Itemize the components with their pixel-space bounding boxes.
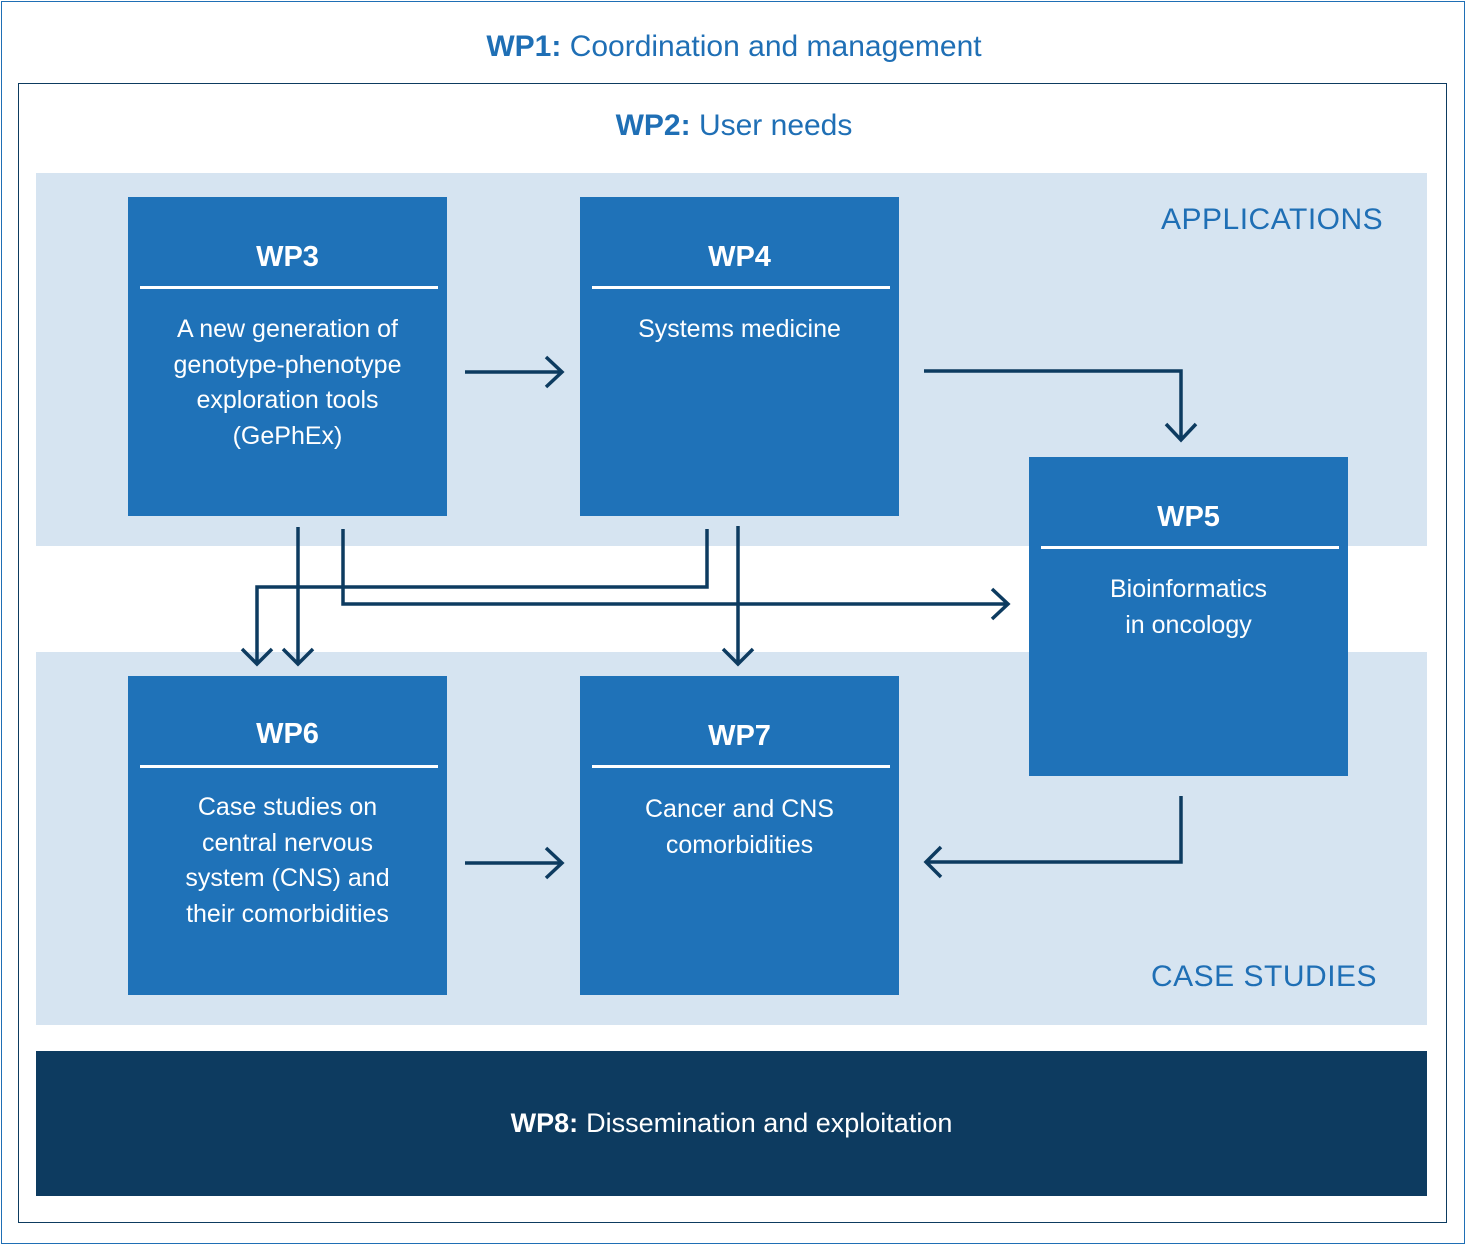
wp8-name: Dissemination and exploitation: [586, 1108, 953, 1138]
wp3-rule: [140, 286, 438, 289]
arrow-wp3-to-wp4: [465, 355, 565, 389]
wp6-box: WP6 Case studies on central nervous syst…: [128, 676, 447, 995]
wp8-bar: WP8: Dissemination and exploitation: [36, 1051, 1427, 1196]
wp5-code: WP5: [1157, 501, 1220, 533]
wp4-desc: Systems medicine: [638, 315, 841, 343]
wp6-rule: [140, 765, 438, 768]
arrow-wp5-to-wp7: [923, 796, 1183, 879]
wp7-code: WP7: [708, 720, 771, 752]
wp7-rule: [592, 765, 890, 768]
wp5-box: WP5 Bioinformatics in oncology: [1029, 457, 1348, 776]
arrow-wp4-to-wp7: [721, 526, 755, 667]
arrow-wp4-to-wp5: [924, 369, 1198, 443]
wp4-rule: [592, 286, 890, 289]
wp6-desc: Case studies on central nervous system (…: [185, 793, 390, 928]
wp3-box: WP3 A new generation of genotype-phenoty…: [128, 197, 447, 516]
wp6-code: WP6: [256, 718, 319, 750]
wp3-code: WP3: [256, 241, 319, 273]
wp4-code: WP4: [708, 241, 771, 273]
wp1-name: Coordination and management: [569, 30, 982, 63]
wp2-code: WP2:: [615, 109, 691, 142]
arrow-wp4-to-wp6: [240, 529, 709, 667]
case-studies-label: CASE STUDIES: [1151, 960, 1378, 993]
wp3-desc: A new generation of genotype-phenotype e…: [173, 315, 402, 450]
arrow-wp6-to-wp7: [465, 846, 565, 880]
wp5-rule: [1041, 546, 1339, 549]
applications-label: APPLICATIONS: [1161, 203, 1384, 236]
wp2-frame: [18, 83, 1447, 1223]
wp2-name: User needs: [698, 109, 853, 142]
wp4-box: WP4 Systems medicine: [580, 197, 899, 516]
arrow-wp3-to-wp5: [341, 529, 1011, 621]
wp7-box: WP7 Cancer and CNS comorbidities: [580, 676, 899, 995]
wp1-title: WP1: Coordination and management: [0, 30, 1468, 64]
wp5-desc: Bioinformatics in oncology: [1110, 575, 1267, 639]
wp7-desc: Cancer and CNS comorbidities: [645, 795, 834, 859]
wp1-code: WP1:: [486, 30, 562, 63]
arrow-wp3-to-wp6: [281, 527, 315, 667]
wp2-title: WP2: User needs: [0, 109, 1468, 143]
wp8-code: WP8:: [510, 1108, 579, 1138]
